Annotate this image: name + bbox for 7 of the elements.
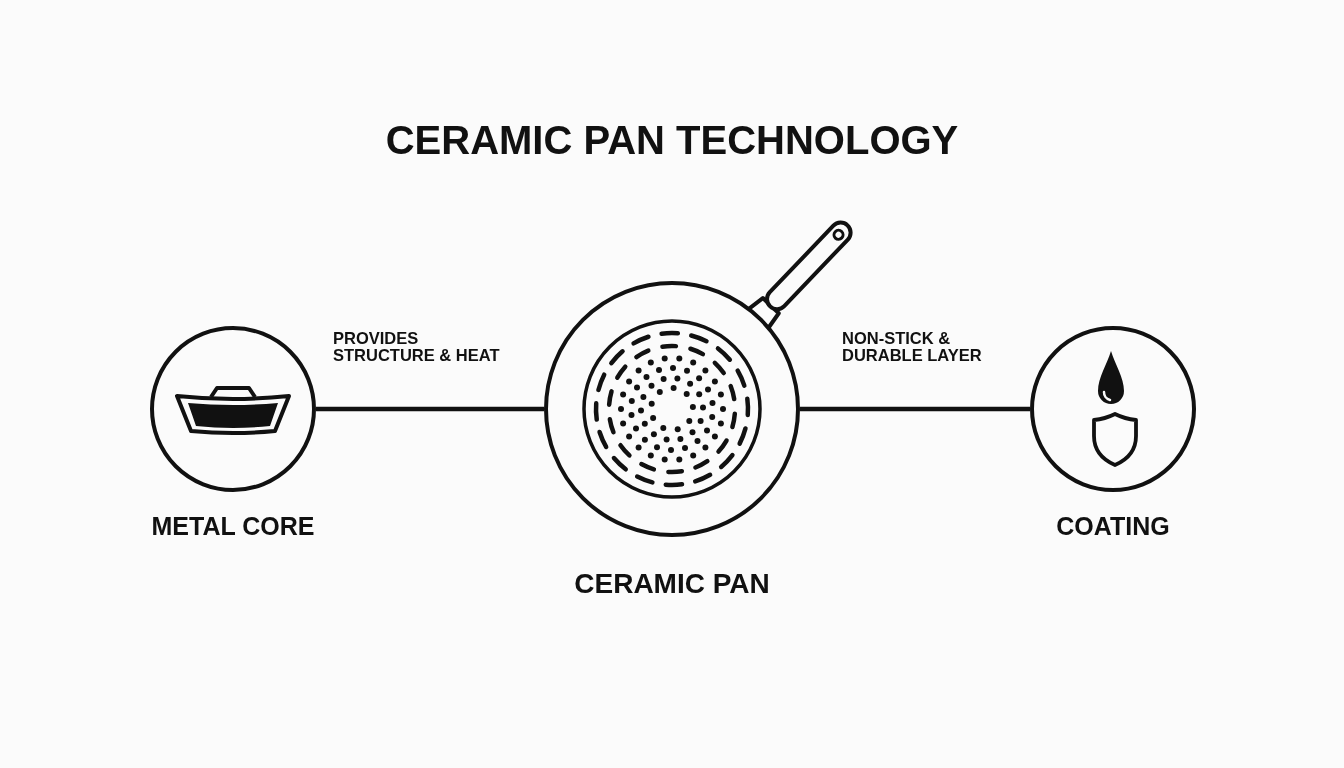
node-label: COATING (1056, 512, 1170, 541)
title: CERAMIC PAN TECHNOLOGY (384, 117, 960, 163)
node-label: CERAMIC PAN (574, 568, 770, 601)
edge-label: PROVIDES STRUCTURE & HEAT (333, 330, 501, 364)
connector-line (316, 406, 544, 412)
edge-label: NON-STICK & DURABLE LAYER (842, 330, 983, 364)
node-label: METAL CORE (151, 512, 315, 541)
